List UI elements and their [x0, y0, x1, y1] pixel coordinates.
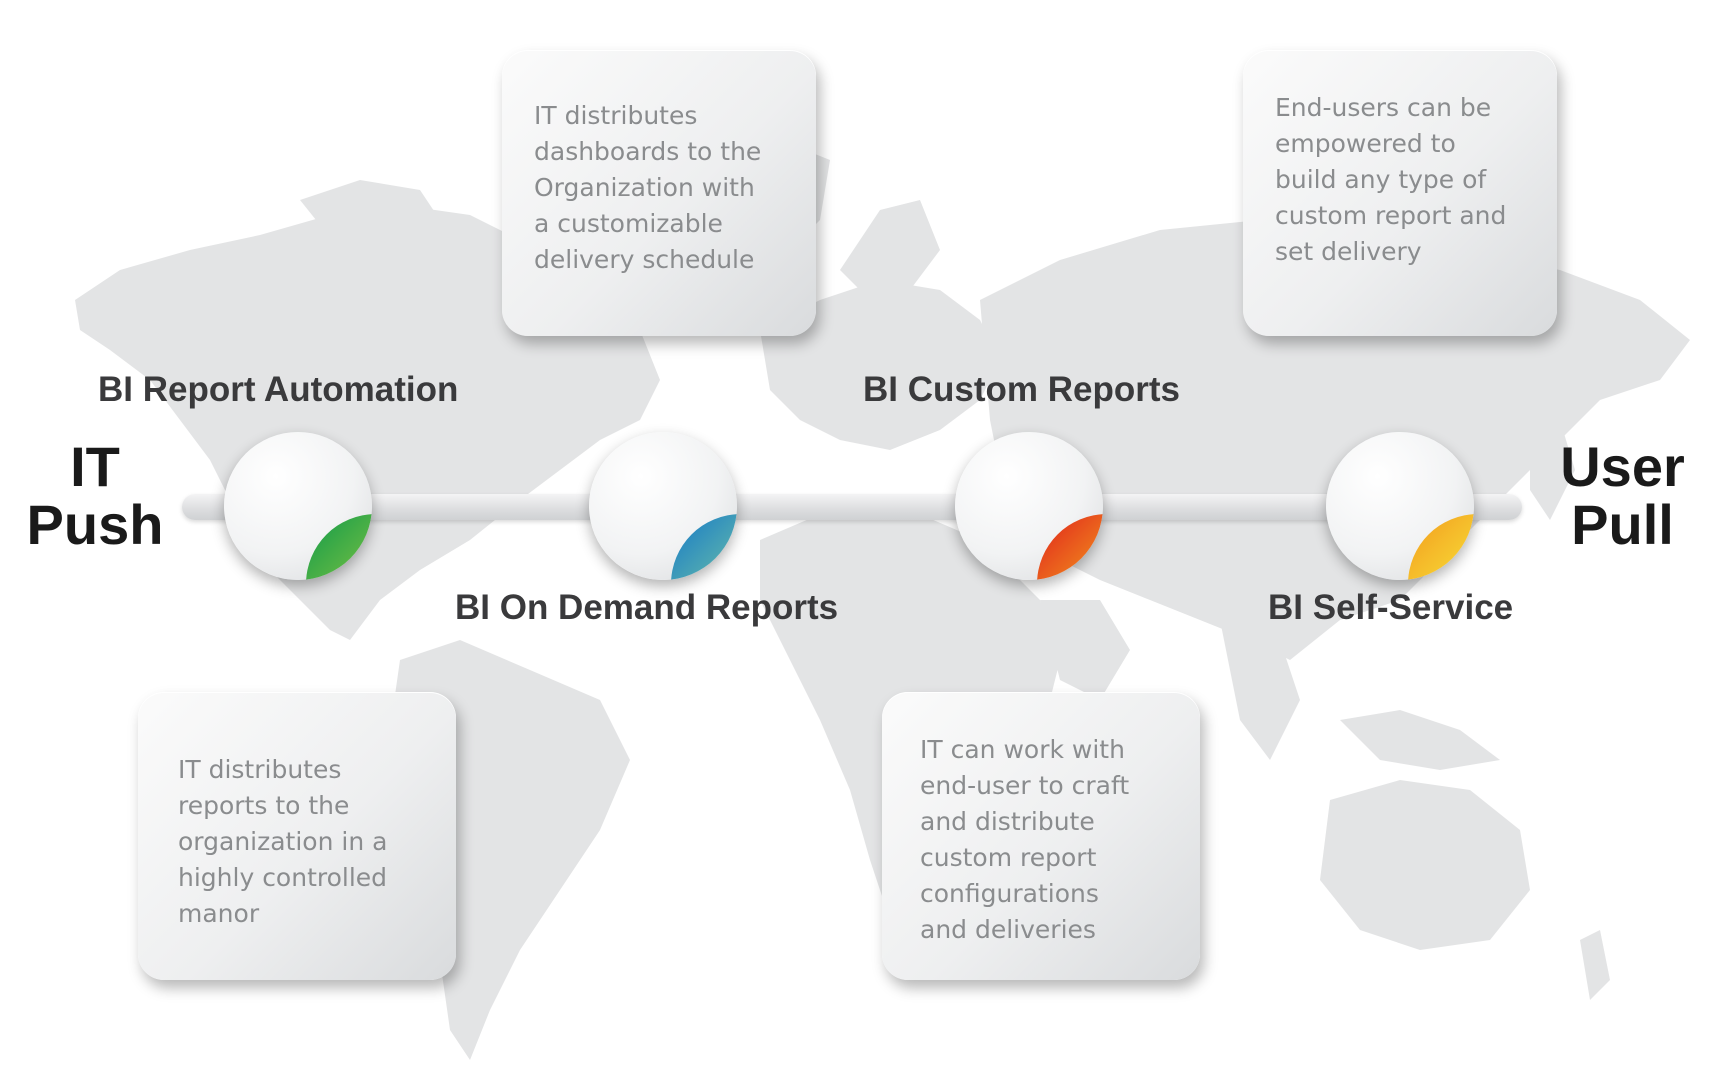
callout-text-on-demand: IT distributes dashboards to the Organiz…: [534, 101, 762, 274]
callout-text-custom-reports: IT can work with end-user to craft and d…: [920, 735, 1130, 944]
callout-on-demand-reports: IT distributes dashboards to the Organiz…: [502, 50, 816, 336]
stage-node-custom-reports: [955, 432, 1103, 580]
map-south-asia: [1040, 600, 1300, 760]
map-arctic-islands: [300, 180, 440, 230]
callout-text-report-automation: IT distributes reports to the organizati…: [178, 755, 388, 928]
stage-title-custom-reports: BI Custom Reports: [863, 370, 1180, 409]
callout-custom-reports: IT can work with end-user to craft and d…: [882, 692, 1200, 980]
it-push-label: IT Push: [26, 435, 164, 556]
callout-self-service: End-users can be empowered to build any …: [1243, 50, 1557, 336]
stage-title-report-automation: BI Report Automation: [98, 370, 459, 409]
map-europe: [760, 280, 1000, 450]
callout-text-self-service: End-users can be empowered to build any …: [1275, 93, 1507, 266]
callout-report-automation: IT distributes reports to the organizati…: [138, 692, 456, 980]
map-australia: [1320, 780, 1530, 950]
user-pull-label: User Pull: [1560, 435, 1685, 556]
stage-node-on-demand-reports: [589, 432, 737, 580]
stage-node-self-service: [1326, 432, 1474, 580]
stage-title-on-demand-reports: BI On Demand Reports: [455, 588, 839, 627]
map-new-zealand: [1580, 930, 1610, 1000]
stage-title-self-service: BI Self-Service: [1268, 588, 1514, 627]
progress-track: [182, 494, 1522, 520]
map-japan: [1530, 420, 1575, 520]
map-indonesia: [1340, 710, 1500, 770]
map-scandinavia: [840, 200, 940, 300]
stage-node-report-automation: [224, 432, 372, 580]
